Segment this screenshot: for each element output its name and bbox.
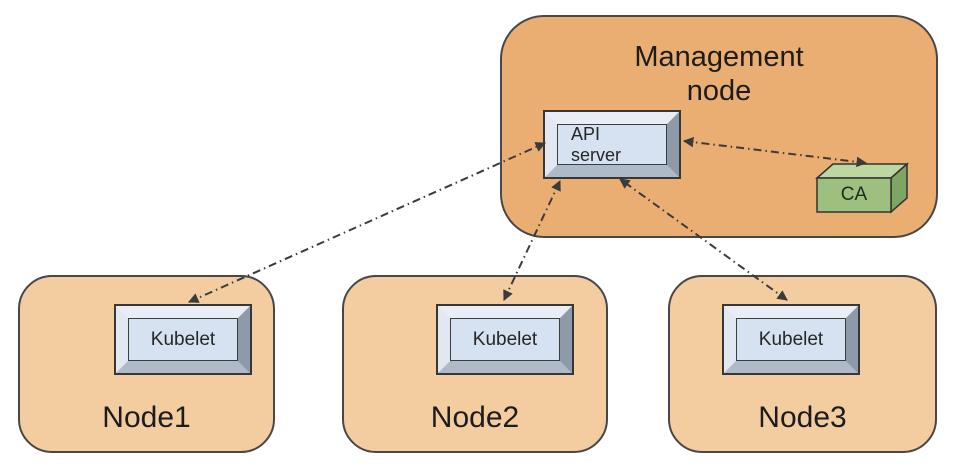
kubelet-label-node2: Kubelet: [450, 318, 560, 361]
ca-label: CA: [840, 184, 868, 205]
node1-group: Kubelet Node1: [18, 275, 275, 453]
node3-title: Node3: [758, 401, 847, 434]
kubelet-box-node1: Kubelet: [114, 304, 252, 375]
kubelet-box-node2: Kubelet: [436, 304, 574, 375]
api-server-label: API server: [557, 124, 667, 165]
node1-title: Node1: [102, 401, 191, 434]
kubelet-bevel: [724, 306, 858, 373]
api-server-box: API server: [543, 110, 681, 179]
kubelet-label-node3: Kubelet: [736, 318, 846, 361]
node2-title: Node2: [430, 401, 520, 434]
node3-group: Kubelet Node3: [668, 275, 937, 453]
kubelet-bevel: [116, 306, 250, 373]
api-server-bevel: [545, 112, 679, 177]
node2-group: Kubelet Node2: [342, 275, 608, 453]
kubelet-box-node3: Kubelet: [722, 304, 860, 375]
management-node-title: Management node: [634, 41, 804, 107]
kubelet-bevel: [438, 306, 572, 373]
kubelet-label-node1: Kubelet: [128, 318, 238, 361]
